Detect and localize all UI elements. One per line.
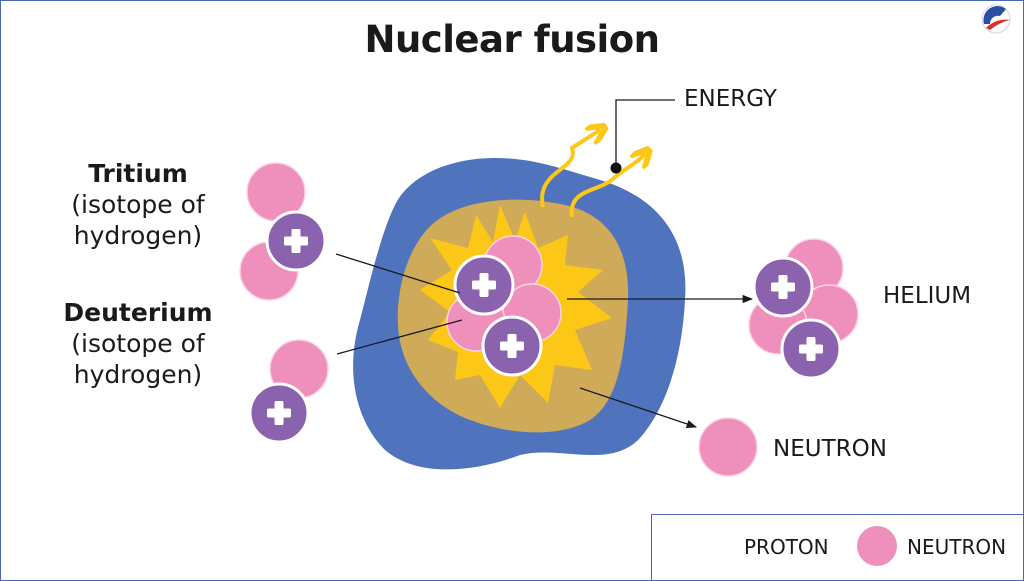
neutron-label: NEUTRON bbox=[773, 436, 887, 462]
tritium-atom bbox=[239, 162, 327, 301]
deuterium-label: Deuterium (isotope of hydrogen) bbox=[38, 297, 238, 390]
proton bbox=[752, 256, 814, 318]
energy-arrow-1 bbox=[540, 130, 600, 208]
fusion-nucleus bbox=[446, 235, 562, 377]
proton bbox=[453, 254, 515, 316]
logo-icon bbox=[981, 4, 1011, 34]
helium-atom bbox=[748, 238, 859, 380]
proton bbox=[265, 210, 327, 272]
tritium-label: Tritium (isotope of hydrogen) bbox=[38, 158, 238, 251]
tritium-name: Tritium bbox=[88, 159, 188, 188]
tritium-line bbox=[335, 253, 461, 294]
deuterium-name: Deuterium bbox=[63, 298, 213, 327]
helium-label: HELIUM bbox=[883, 283, 972, 309]
proton bbox=[481, 315, 543, 377]
proton bbox=[248, 382, 310, 444]
legend: PROTON NEUTRON bbox=[651, 514, 1023, 580]
deuterium-desc-1: (isotope of bbox=[71, 329, 205, 358]
energy-label: ENERGY bbox=[684, 86, 777, 112]
legend-proton-label: PROTON bbox=[744, 535, 829, 559]
deuterium-atom bbox=[248, 339, 329, 444]
neutron-product bbox=[698, 417, 758, 477]
tritium-desc-1: (isotope of bbox=[71, 190, 205, 219]
energy-leader-line bbox=[615, 99, 675, 167]
energy-leader-dot bbox=[610, 162, 622, 174]
tritium-desc-2: hydrogen) bbox=[73, 221, 203, 250]
page-title: Nuclear fusion bbox=[364, 18, 660, 61]
neutron-arrow bbox=[579, 387, 697, 428]
legend-neutron-icon bbox=[857, 526, 897, 566]
proton bbox=[780, 318, 842, 380]
deuterium-line bbox=[336, 319, 463, 355]
deuterium-desc-2: hydrogen) bbox=[73, 360, 203, 389]
energy-arrow-2 bbox=[569, 154, 645, 218]
legend-neutron-label: NEUTRON bbox=[907, 535, 1007, 559]
